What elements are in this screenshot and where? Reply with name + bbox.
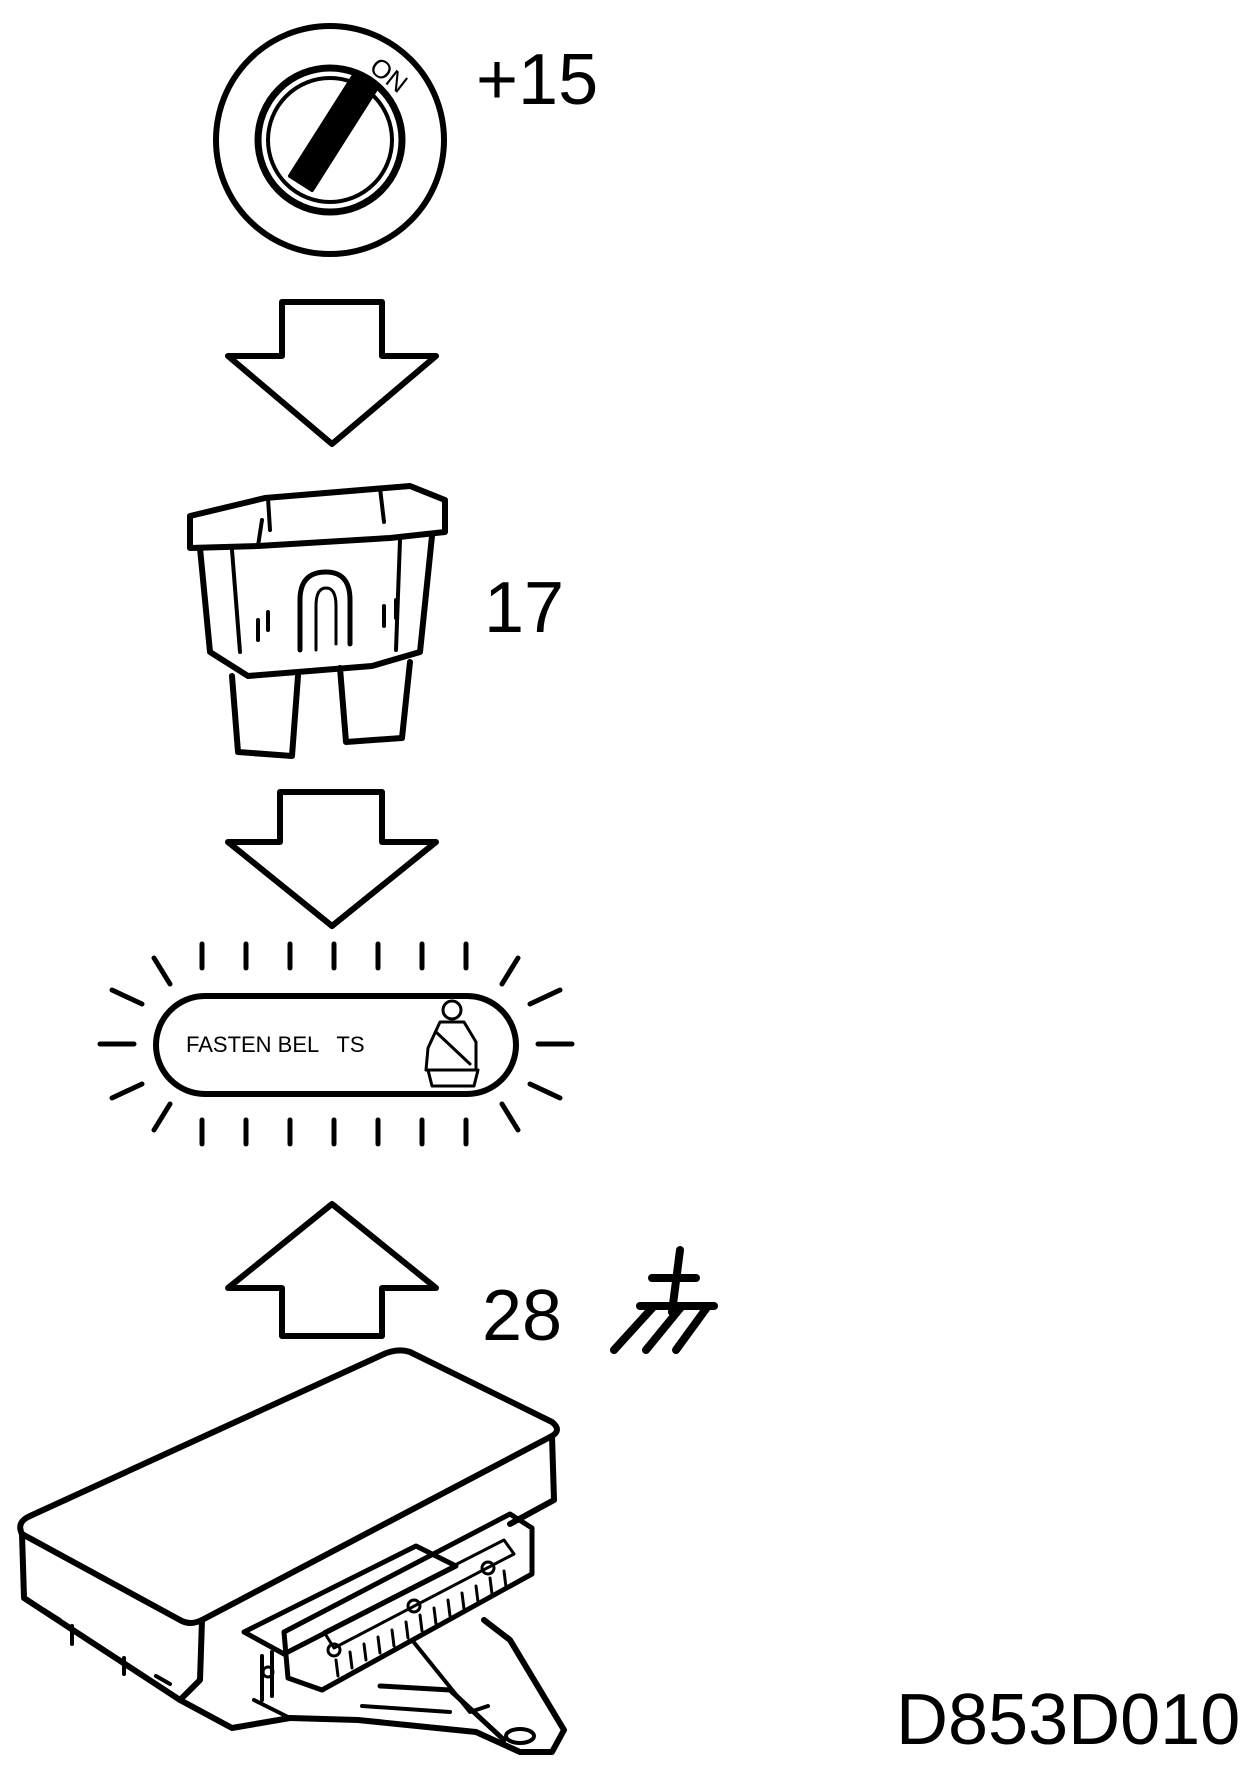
- fuse-number-label: 17: [484, 568, 565, 648]
- figure-code: D853D010: [896, 1680, 1241, 1760]
- ignition-switch-icon: ON: [213, 23, 447, 257]
- seatbelt-warning-lamp: FASTEN BEL TS: [97, 941, 575, 1147]
- arrow-down-icon: [225, 789, 439, 929]
- arrow-up-icon: [225, 1201, 439, 1339]
- ground-number-label: 28: [482, 1276, 563, 1356]
- control-module-icon: [17, 1347, 567, 1755]
- fuse-icon: [187, 483, 448, 759]
- arrow-down-icon: [225, 299, 439, 447]
- seatbelt-person-icon: [424, 999, 480, 1088]
- fasten-belts-text: FASTEN BEL TS: [186, 1032, 365, 1057]
- ground-symbol-icon: [610, 1246, 718, 1354]
- terminal-15-label: +15: [476, 40, 599, 120]
